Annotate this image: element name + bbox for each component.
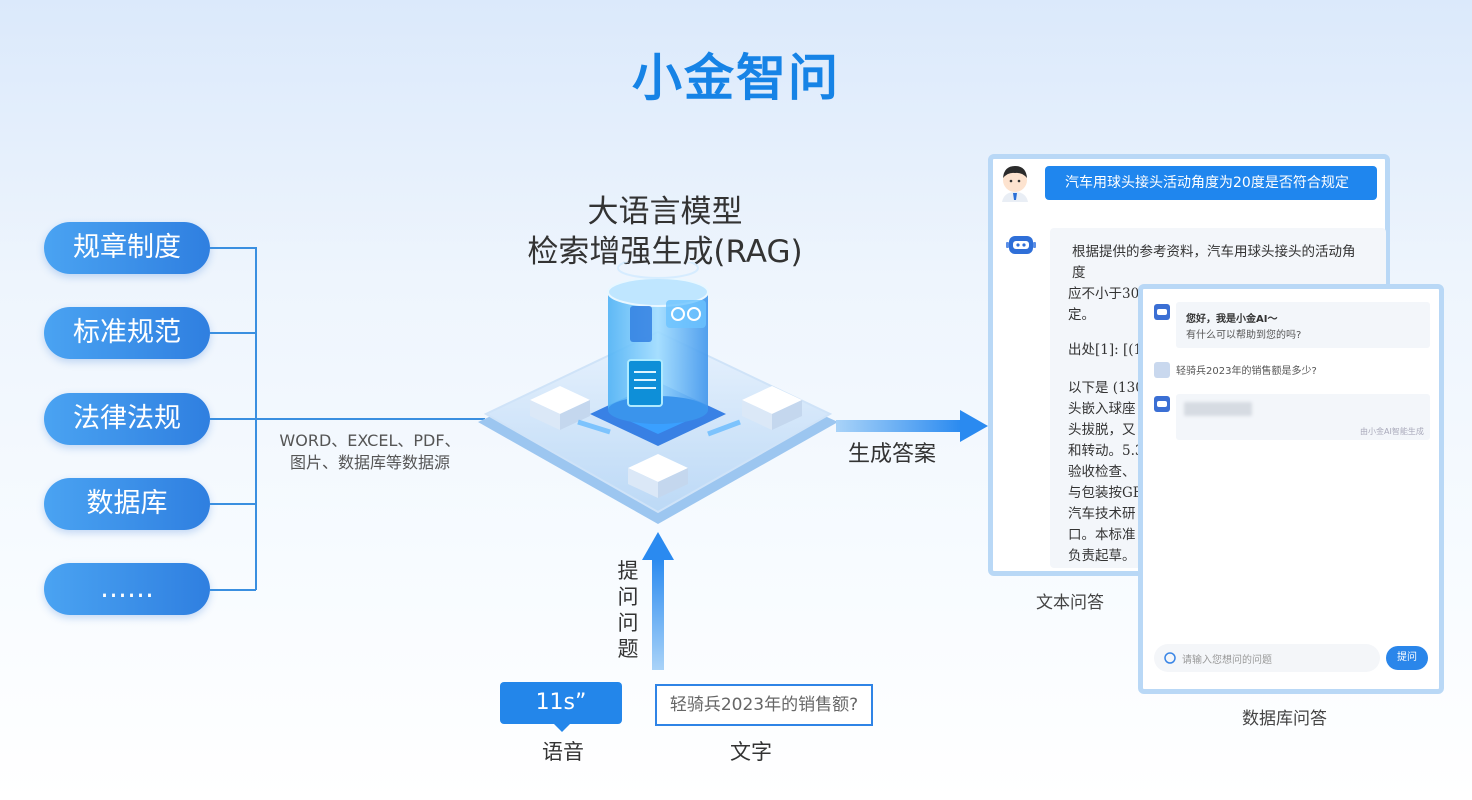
generate-answer-label: 生成答案 xyxy=(848,442,937,467)
source-pill-rules: 规章制度 xyxy=(44,222,210,274)
connector-line xyxy=(210,247,256,249)
ask-arrow xyxy=(642,532,674,670)
rag-title: 大语言模型 检索增强生成(RAG) xyxy=(527,194,803,270)
ask-question-label: 提 问 问 题 xyxy=(617,559,639,661)
greeting-box xyxy=(1176,302,1430,348)
connector-to-engine xyxy=(255,418,485,420)
greeting-subtitle: 有什么可以帮助到您的吗? xyxy=(1186,330,1302,341)
db-answer-box xyxy=(1176,394,1430,440)
rag-engine-illustration xyxy=(478,262,838,524)
robot-avatar-icon xyxy=(1006,236,1036,254)
db-question: 轻骑兵2023年的销售额是多少? xyxy=(1176,366,1317,377)
ask-button[interactable]: 提问 xyxy=(1386,646,1428,670)
generate-arrow xyxy=(836,410,988,442)
user-question-bubble: 汽车用球头接头活动角度为20度是否符合规定 xyxy=(1045,166,1377,200)
source-pill-database: 数据库 xyxy=(44,478,210,530)
db-answer-redacted xyxy=(1184,402,1252,416)
database-qa-caption: 数据库问答 xyxy=(1242,709,1327,729)
source-pill-standards: 标准规范 xyxy=(44,307,210,359)
text-question-box[interactable]: 轻骑兵2023年的销售额? xyxy=(655,684,873,726)
greeting-title: 您好，我是小金AI～ xyxy=(1186,314,1278,325)
voice-message-bubble[interactable]: 11s” xyxy=(500,682,622,724)
database-qa-panel xyxy=(1138,284,1444,694)
user-avatar-icon xyxy=(1002,166,1028,202)
answer-reference-lines: 以下是 (130 头嵌入球座 头拔脱，又 和转动。5.3 验收检查、 与包装按G… xyxy=(1068,380,1143,564)
source-pill-laws: 法律法规 xyxy=(44,393,210,445)
chat-input[interactable] xyxy=(1154,644,1380,672)
user-icon xyxy=(1154,362,1170,378)
chat-input-placeholder: 请输入您想问的问题 xyxy=(1182,655,1272,666)
bot-icon xyxy=(1154,396,1170,412)
text-qa-caption: 文本问答 xyxy=(1036,593,1104,613)
data-source-label: WORD、EXCEL、PDF、 图片、数据库等数据源 xyxy=(279,431,461,472)
voice-bubble-tail xyxy=(552,722,572,732)
voice-label: 语音 xyxy=(542,740,584,764)
connector-line xyxy=(210,589,256,591)
text-label: 文字 xyxy=(730,740,772,764)
connector-line xyxy=(210,503,256,505)
source-pill-more: …… xyxy=(44,563,210,615)
connector-line xyxy=(210,418,256,420)
answer-source-line: 出处[1]: [(13 xyxy=(1068,342,1143,358)
db-answer-footer: 由小金AI智能生成 xyxy=(1360,427,1424,436)
page-title: 小金智问 xyxy=(632,49,840,107)
connector-line xyxy=(210,332,256,334)
bot-icon xyxy=(1154,304,1170,320)
chat-icon xyxy=(1164,652,1176,664)
